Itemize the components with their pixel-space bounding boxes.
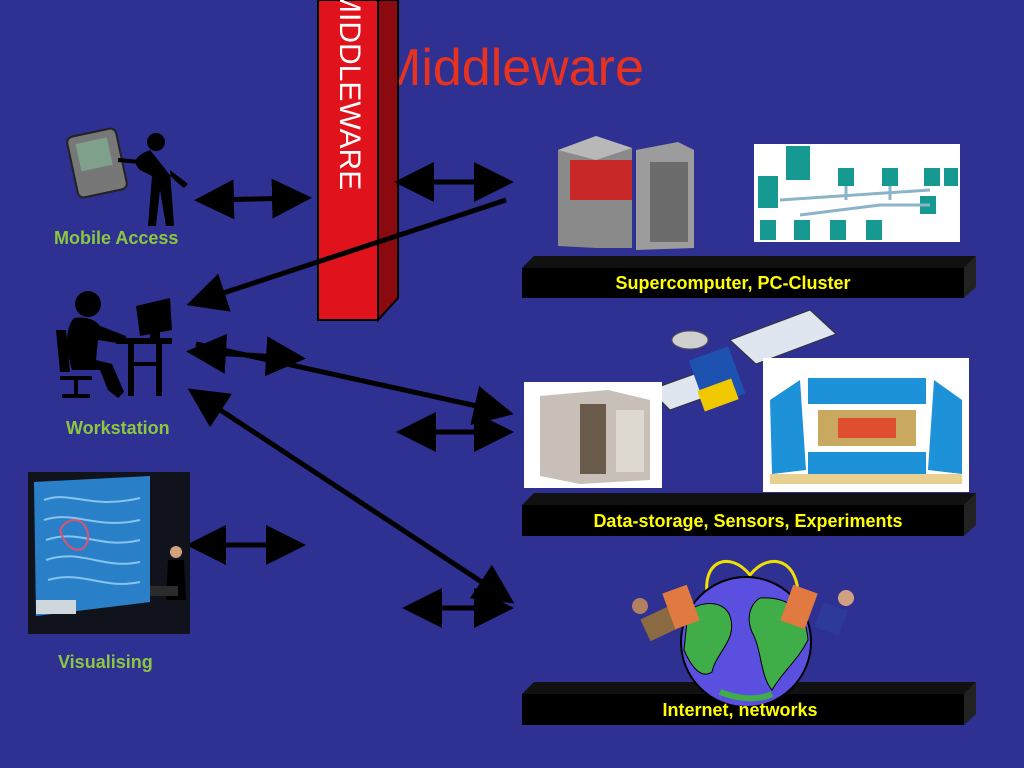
label-supercomputer: Supercomputer, PC-Cluster <box>615 273 851 293</box>
label-internet: Internet, networks <box>662 700 818 720</box>
slide-title: Middleware <box>378 39 644 97</box>
label-storage: Data-storage, Sensors, Experiments <box>593 511 903 531</box>
detector-illustration <box>763 358 969 492</box>
visualisation-wall-photo <box>28 472 190 634</box>
pda-person-illustration <box>66 127 188 226</box>
person-right <box>780 584 854 636</box>
person-left <box>632 584 700 642</box>
supercomputer-illustration <box>558 136 694 250</box>
internet-globe-illustration <box>632 559 854 708</box>
arrow-workstation-internet <box>187 388 515 604</box>
pc-cluster-illustration <box>754 144 960 242</box>
middleware-label: MIDDLEWARE <box>322 0 378 320</box>
storage-system-illustration <box>524 382 662 488</box>
label-mobile-access: Mobile Access <box>54 228 179 248</box>
label-workstation: Workstation <box>66 418 170 438</box>
satellite-illustration <box>649 309 837 412</box>
label-visualising: Visualising <box>58 652 153 672</box>
arrow-workstation-storage <box>195 341 514 426</box>
arrow-workstation-middleware <box>186 333 306 377</box>
arrow-mobile-middleware <box>194 178 312 220</box>
workstation-illustration <box>56 291 172 398</box>
middleware-label-text: MIDDLEWARE <box>333 0 366 191</box>
